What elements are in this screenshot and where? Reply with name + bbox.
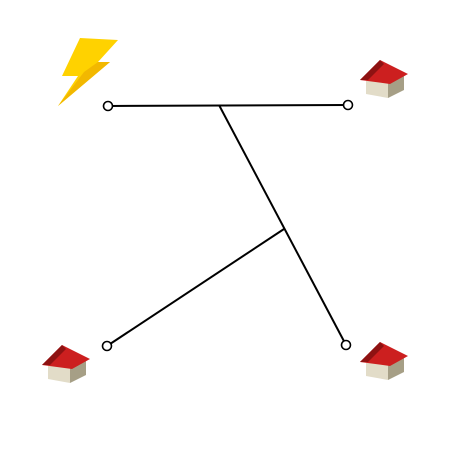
house-icon (360, 342, 408, 380)
lightning-bolt-icon (58, 38, 118, 106)
terminal-power-source (102, 100, 114, 112)
wire-source-to-house-top-right (107, 104, 349, 107)
terminal-house-top-right (342, 99, 354, 111)
terminals (101, 99, 354, 352)
wires (106, 104, 349, 347)
terminal-house-bottom-right (340, 339, 352, 351)
house-icon (360, 60, 408, 98)
house-icon (42, 345, 90, 383)
wire-junction-to-house-bottom-right (218, 104, 347, 346)
terminal-house-bottom-left (101, 340, 113, 352)
wire-junction-to-house-bottom-left (106, 228, 285, 347)
